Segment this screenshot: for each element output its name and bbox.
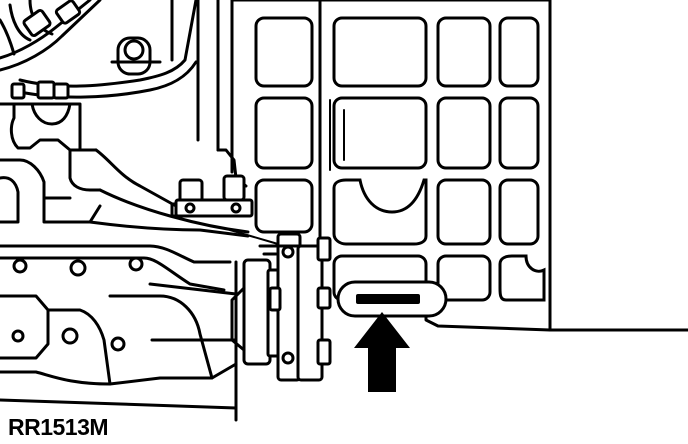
cylinder-block-ribs: [230, 0, 688, 332]
pipe-clip: [110, 36, 162, 76]
pipe-union-nuts: [10, 80, 70, 100]
engine-casting: [0, 102, 250, 238]
flange-assembly: [229, 229, 332, 382]
arrow-up-icon: [354, 312, 410, 392]
manifold-flange: [0, 244, 238, 422]
figure-reference-code: RR1513M: [8, 414, 109, 440]
serial-number-plate: [336, 280, 448, 318]
fuel-pipes: [0, 0, 198, 99]
mounting-bracket: [170, 174, 254, 218]
dipstick-tube: [170, 0, 248, 188]
